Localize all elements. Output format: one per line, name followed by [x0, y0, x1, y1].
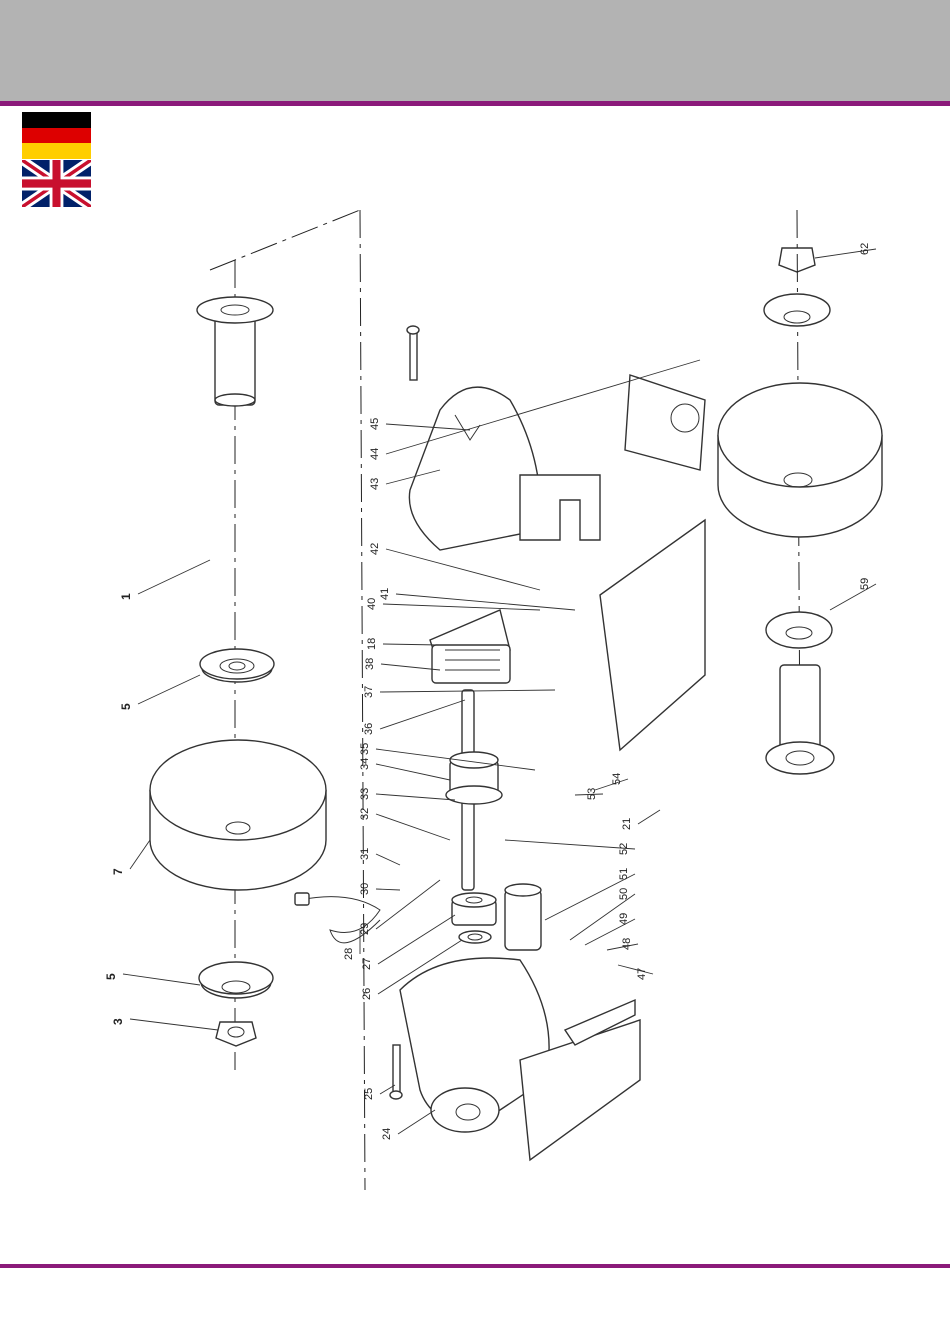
leader-line — [376, 889, 400, 890]
leader-line — [376, 794, 455, 800]
part-number-label: 5 — [119, 703, 133, 710]
flag-stripe — [22, 112, 91, 128]
leader-line — [138, 675, 200, 704]
part-number-label: 45 — [369, 418, 381, 430]
part-59-flange-bottom — [766, 612, 832, 648]
header-band — [0, 0, 950, 101]
header-accent-rule — [0, 101, 950, 106]
right-grinding-wheel — [718, 383, 882, 537]
part-number-label: 3 — [111, 1018, 125, 1025]
leader-line — [638, 810, 660, 824]
part-36-rotor-shaft — [446, 690, 502, 890]
leader-line — [376, 764, 450, 780]
part-number-label: 21 — [621, 818, 633, 830]
part-number-label: 33 — [359, 788, 371, 800]
leader-line — [386, 549, 540, 590]
part-number-label: 51 — [618, 868, 630, 880]
leader-line — [130, 1019, 218, 1030]
right-sleeve — [766, 665, 834, 774]
part-5-flange-bottom — [199, 962, 273, 998]
part-number-label: 25 — [363, 1088, 375, 1100]
leader-line — [376, 880, 440, 929]
part-number-label: 50 — [618, 888, 630, 900]
guide-line — [210, 210, 360, 270]
switch-box — [625, 375, 705, 470]
part-18-stator — [430, 610, 510, 683]
leader-line — [376, 854, 400, 865]
footer-accent-rule — [0, 1264, 950, 1268]
part-number-label: 29 — [359, 923, 371, 935]
part-27-bearing — [452, 893, 496, 925]
part-number-label: 32 — [359, 808, 371, 820]
part-number-label: 26 — [361, 988, 373, 1000]
part-number-label: 42 — [369, 543, 381, 555]
leader-line — [378, 915, 455, 964]
part-25-screw — [390, 1045, 402, 1099]
part-number-label: 44 — [369, 448, 381, 460]
part-number-label: 37 — [363, 686, 375, 698]
part-51-capacitor — [505, 884, 541, 950]
leader-line — [380, 700, 465, 729]
leader-line — [376, 814, 450, 840]
part-number-label: 36 — [363, 723, 375, 735]
part-number-label: 40 — [366, 598, 378, 610]
leader-line — [505, 840, 635, 849]
part-number-label: 54 — [611, 773, 623, 785]
part-26-washer — [459, 931, 491, 943]
part-number-label: 35 — [359, 743, 371, 755]
part-number-label: 59 — [859, 578, 871, 590]
part-number-label: 18 — [366, 638, 378, 650]
part-number-label: 49 — [618, 913, 630, 925]
part-number-label: 24 — [381, 1128, 393, 1140]
part-number-label: 34 — [359, 758, 371, 770]
leader-line — [138, 560, 210, 594]
base-plate — [600, 520, 705, 750]
part-number-label: 1 — [119, 593, 133, 600]
flag-stripe — [22, 143, 91, 159]
part-number-label: 62 — [859, 243, 871, 255]
leader-line — [130, 840, 150, 869]
part-number-label: 5 — [104, 973, 118, 980]
part-number-label: 30 — [359, 883, 371, 895]
part-1-sleeve — [197, 297, 273, 406]
part-number-label: 27 — [361, 958, 373, 970]
part-45-screw — [407, 326, 419, 380]
part-number-label: 28 — [343, 948, 355, 960]
part-number-label: 7 — [111, 868, 125, 875]
part-number-label: 38 — [364, 658, 376, 670]
part-number-label: 47 — [636, 968, 648, 980]
part-number-label: 48 — [621, 938, 633, 950]
part-number-label: 43 — [369, 478, 381, 490]
leader-line — [381, 664, 440, 670]
part-43-motor-housing-rear — [409, 387, 600, 550]
exploded-parts-diagram: 1355718212425262728293031323334353637384… — [0, 200, 950, 1260]
part-number-label: 52 — [618, 843, 630, 855]
part-number-label: 41 — [379, 588, 391, 600]
part-7-grinding-wheel — [150, 740, 326, 890]
part-5-flange-top — [200, 649, 274, 682]
guide-line — [360, 210, 365, 1190]
part-59-flange-top — [764, 294, 830, 326]
leader-line — [398, 1110, 435, 1134]
part-number-label: 31 — [359, 848, 371, 860]
flag-stripe — [22, 128, 91, 144]
leader-line — [123, 974, 200, 985]
flag-germany-icon[interactable] — [22, 112, 91, 159]
part-3-nut — [216, 1022, 256, 1046]
